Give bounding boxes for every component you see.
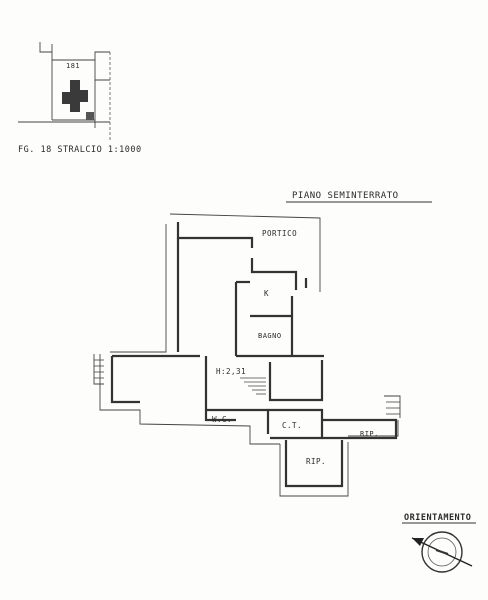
- plan-title: PIANO SEMINTERRATO: [292, 191, 399, 201]
- exterior-stair-right: [384, 395, 401, 418]
- compass-icon: [411, 531, 473, 573]
- orientation-group: ORIENTAMENTO: [402, 513, 476, 573]
- plan-title-group: PIANO SEMINTERRATO: [286, 191, 432, 203]
- room-label-portico: PORTICO: [262, 229, 297, 238]
- building-footprint-hatch: [62, 80, 94, 120]
- orientation-label: ORIENTAMENTO: [404, 513, 471, 523]
- map-caption: FG. 18 STRALCIO 1:1000: [18, 145, 142, 155]
- room-label-rip-lower: RIP.: [306, 457, 326, 466]
- map-excerpt: 181 FG. 18 STRALCIO 1:1000: [18, 42, 142, 155]
- parcel-label: 181: [66, 62, 80, 70]
- room-label-wc: W.C.: [212, 415, 232, 424]
- room-label-ct: C.T.: [282, 421, 302, 430]
- room-label-rip-right: RIP.: [360, 430, 379, 438]
- stair-symbol: [240, 377, 266, 395]
- room-label-height: H:2,31: [216, 367, 246, 376]
- room-label-kitchen: K: [264, 289, 269, 298]
- floor-plan: PORTICO K BAGNO H:2,31 W.C. C.T. RIP. RI…: [93, 213, 401, 497]
- exterior-stair-left: [93, 354, 104, 385]
- room-label-bathroom: BAGNO: [258, 332, 282, 340]
